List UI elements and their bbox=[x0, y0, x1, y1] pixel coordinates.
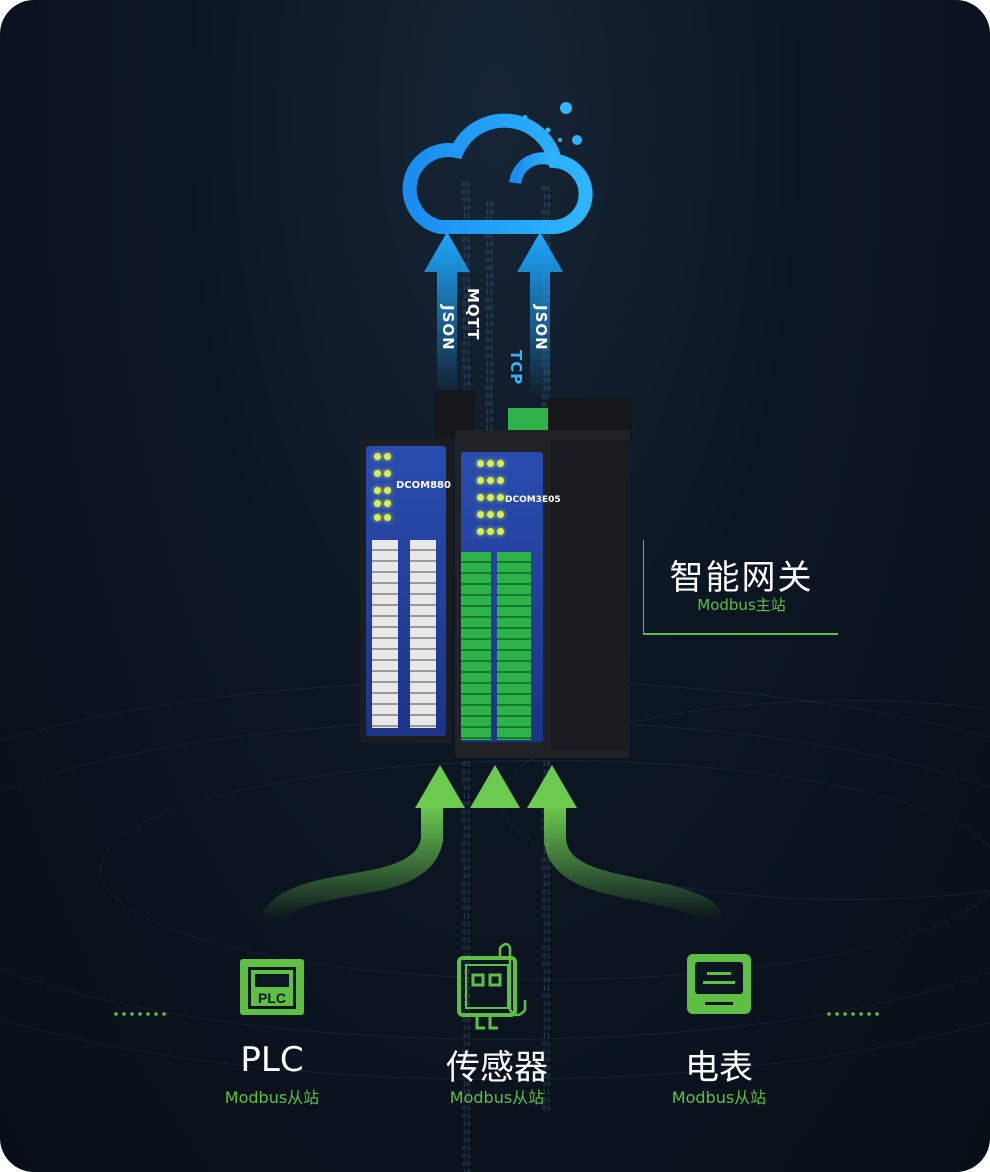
protocol-json-right: JSON bbox=[532, 305, 550, 351]
device-model-label: DCOM3E05 bbox=[505, 495, 561, 505]
svg-text:PLC: PLC bbox=[258, 990, 286, 1006]
gateway-subtitle: Modbus主站 bbox=[697, 596, 786, 614]
gateway-label-box: 智能网关 Modbus主站 bbox=[643, 540, 838, 635]
plc-icon: PLC bbox=[240, 959, 304, 1015]
data-stream: 0101001011000101101001010110100101010011… bbox=[462, 760, 471, 1172]
cloud-icon bbox=[402, 102, 593, 235]
device-model-label: DCOM880 bbox=[396, 480, 451, 491]
slave-role-sensor: Modbus从站 bbox=[449, 1088, 545, 1107]
slave-role-meter: Modbus从站 bbox=[671, 1088, 767, 1107]
downlink-arrows bbox=[260, 765, 725, 950]
slave-name-plc: PLC bbox=[240, 1040, 304, 1080]
slave-name-meter: 电表 bbox=[685, 1048, 753, 1088]
more-dots bbox=[825, 1012, 881, 1016]
arrow-up-icon bbox=[424, 232, 470, 397]
device-dcom880: DCOM880 bbox=[360, 438, 452, 743]
protocol-json-left: JSON bbox=[439, 305, 457, 351]
arrow-up-icon bbox=[260, 805, 443, 927]
sensor-icon bbox=[457, 942, 527, 1030]
slave-name-sensor: 传感器 bbox=[446, 1048, 548, 1088]
arrow-up-icon bbox=[517, 232, 563, 397]
uplink-arrows bbox=[424, 232, 563, 397]
slave-role-plc: Modbus从站 bbox=[224, 1088, 320, 1107]
meter-icon bbox=[687, 954, 751, 1014]
arrow-up-icon bbox=[544, 805, 725, 928]
protocol-mqtt: MQTT bbox=[464, 288, 482, 341]
more-dots bbox=[112, 1012, 168, 1016]
device-dcom3e05: DCOM3E05 bbox=[455, 430, 630, 758]
protocol-tcp: TCP bbox=[507, 350, 525, 386]
gateway-title: 智能网关 bbox=[669, 558, 814, 598]
